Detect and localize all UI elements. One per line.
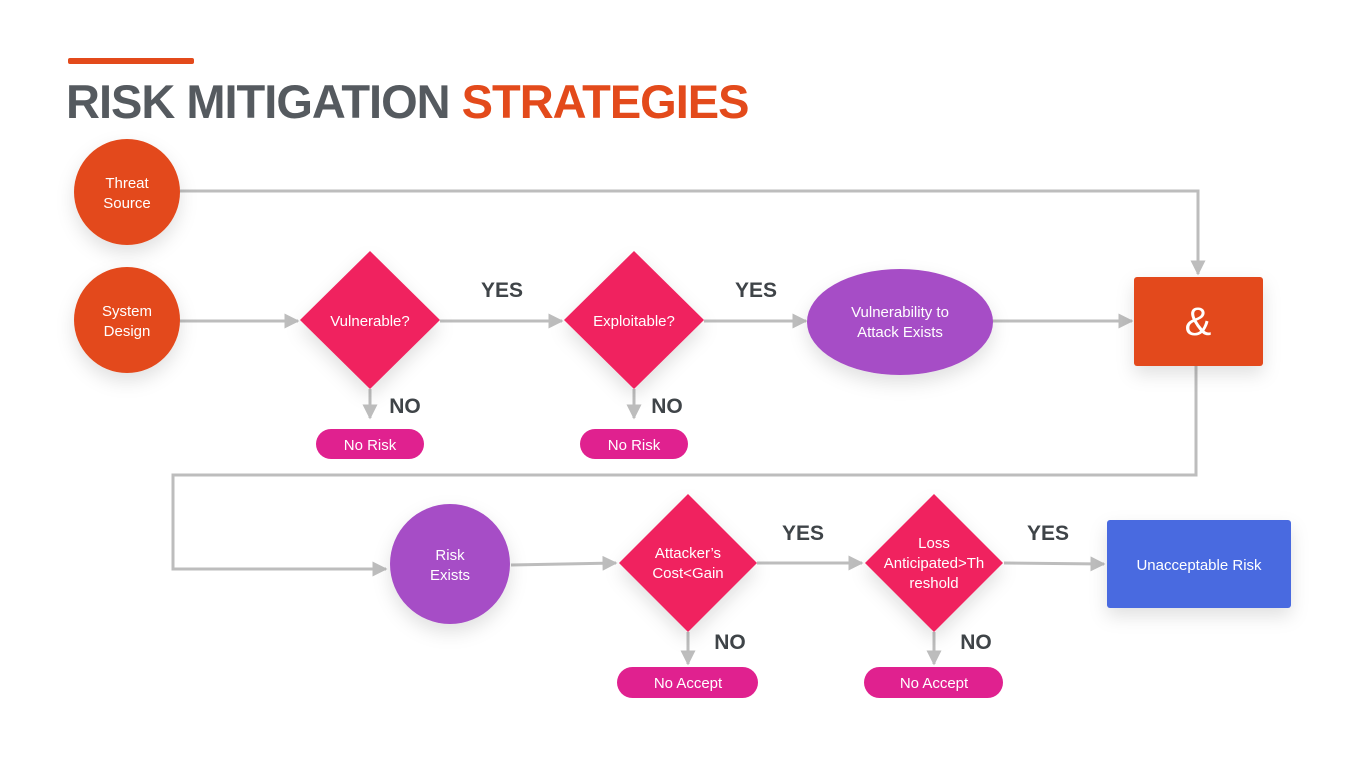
title-part-orange: STRATEGIES xyxy=(461,75,750,128)
loss-line-3: reshold xyxy=(909,575,958,592)
exploitable-label: Exploitable? xyxy=(593,313,675,330)
risk-exists-line-2: Exists xyxy=(430,567,470,584)
no-accept-2-label: No Accept xyxy=(900,675,969,692)
node-unacceptable-risk: Unacceptable Risk xyxy=(1107,520,1291,608)
decision-attacker-cost: Attacker’s Cost<Gain xyxy=(619,494,757,632)
outcome-no-risk-2: No Risk xyxy=(580,429,688,459)
node-risk-exists: Risk Exists xyxy=(390,504,510,624)
connector-risk-to-attacker xyxy=(510,555,618,571)
vulnerable-label: Vulnerable? xyxy=(330,313,410,330)
attacker-cost-line-1: Attacker’s xyxy=(655,545,721,562)
connector-threat-to-and xyxy=(180,189,1206,276)
attacker-cost-line-2: Cost<Gain xyxy=(652,565,723,582)
threat-source-line-1: Threat xyxy=(105,175,149,192)
outcome-no-risk-1: No Risk xyxy=(316,429,424,459)
title-part-gray: RISK MITIGATION xyxy=(66,75,451,128)
decision-vulnerable: Vulnerable? xyxy=(300,251,440,389)
decision-exploitable: Exploitable? xyxy=(564,251,704,389)
title-accent-bar xyxy=(68,58,194,64)
yes-label-2: YES xyxy=(735,279,777,302)
no-risk-2-label: No Risk xyxy=(608,437,661,454)
loss-line-2: Anticipated>Th xyxy=(884,555,984,572)
connectors xyxy=(171,189,1206,666)
outcome-no-accept-1: No Accept xyxy=(617,667,758,698)
decision-loss-anticipated: Loss Anticipated>Th reshold xyxy=(865,494,1003,632)
yes-label-4: YES xyxy=(1027,522,1069,545)
node-vulnerability-exists: Vulnerability to Attack Exists xyxy=(807,269,993,375)
connector-and-to-risk-exists xyxy=(171,366,1198,577)
outcome-no-accept-2: No Accept xyxy=(864,667,1003,698)
node-system-design: System Design xyxy=(74,267,180,373)
no-label-1: NO xyxy=(389,395,421,418)
page-title: RISK MITIGATION STRATEGIES xyxy=(66,74,749,129)
unacceptable-risk-label: Unacceptable Risk xyxy=(1136,557,1262,574)
loss-line-1: Loss xyxy=(918,535,950,552)
no-label-3: NO xyxy=(714,631,746,654)
vuln-exists-line-2: Attack Exists xyxy=(857,324,943,341)
yes-label-1: YES xyxy=(481,279,523,302)
and-gate: & xyxy=(1134,277,1263,366)
no-accept-1-label: No Accept xyxy=(654,675,723,692)
system-design-line-1: System xyxy=(102,303,152,320)
risk-exists-line-1: Risk xyxy=(435,547,465,564)
system-design-line-2: Design xyxy=(104,323,151,340)
node-threat-source: Threat Source xyxy=(74,139,180,245)
vuln-exists-line-1: Vulnerability to xyxy=(851,304,949,321)
and-symbol: & xyxy=(1185,300,1212,344)
no-risk-1-label: No Risk xyxy=(344,437,397,454)
yes-label-3: YES xyxy=(782,522,824,545)
no-label-2: NO xyxy=(651,395,683,418)
connector-loss-to-unacceptable xyxy=(1003,556,1106,572)
threat-source-line-2: Source xyxy=(103,195,151,212)
no-label-4: NO xyxy=(960,631,992,654)
